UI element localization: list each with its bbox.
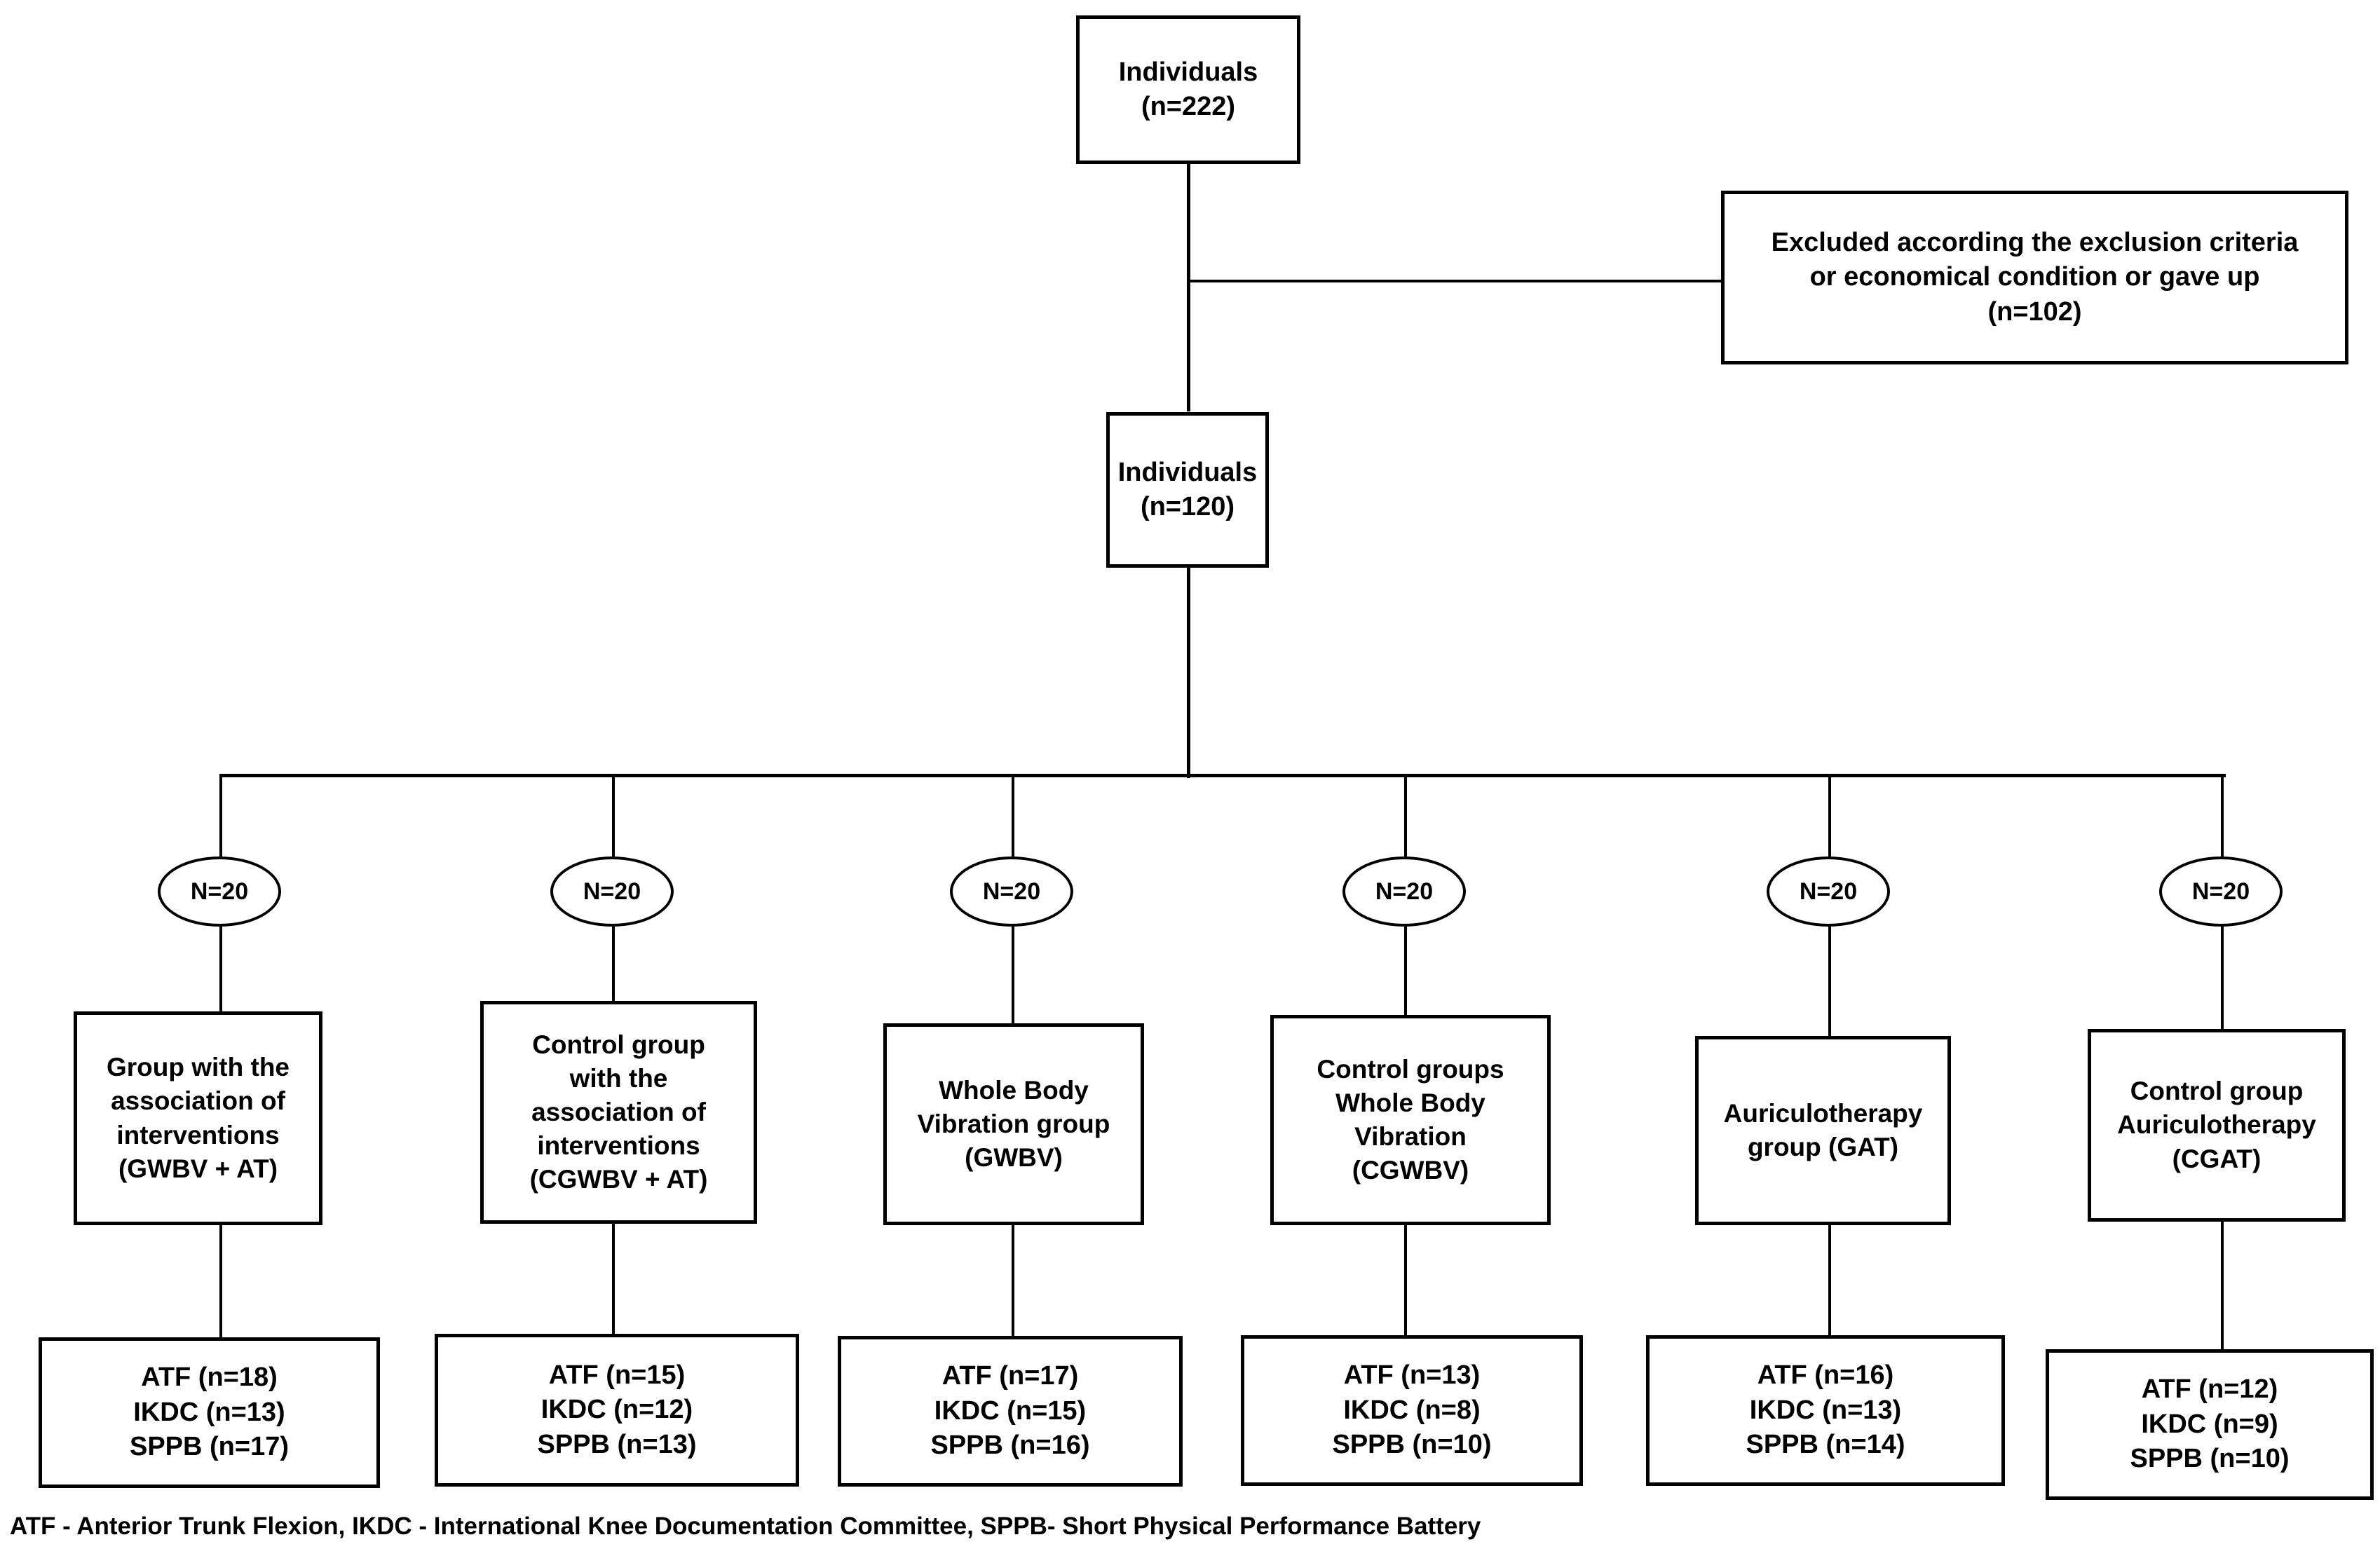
connector-top-to-enrolled bbox=[1187, 163, 1190, 411]
connector-distribution-bar bbox=[219, 774, 2226, 777]
connector-arm-5-group-to-outcome bbox=[1828, 1223, 1831, 1339]
node-individuals-screened: Individuals (n=222) bbox=[1076, 15, 1300, 164]
node-arm-5-group: Auriculotherapy group (GAT) bbox=[1695, 1036, 1951, 1225]
node-arm-2-outcome: ATF (n=15) IKDC (n=12) SPPB (n=13) bbox=[435, 1334, 799, 1487]
connector-arm-2-group-to-outcome bbox=[612, 1220, 615, 1335]
connector-bar-to-arm-3 bbox=[1012, 774, 1014, 860]
node-arm-3-group: Whole Body Vibration group (GWBV) bbox=[883, 1023, 1144, 1225]
connector-arm-3-group-to-outcome bbox=[1012, 1225, 1014, 1337]
connector-arm-3-ellipse-to-group bbox=[1012, 925, 1014, 1025]
node-arm-5-outcome-label: ATF (n=16) IKDC (n=13) SPPB (n=14) bbox=[1746, 1360, 1905, 1460]
node-arm-4-outcome: ATF (n=13) IKDC (n=8) SPPB (n=10) bbox=[1241, 1335, 1583, 1486]
node-arm-3-group-label: Whole Body Vibration group (GWBV) bbox=[917, 1075, 1110, 1173]
connector-bar-to-arm-2 bbox=[612, 774, 615, 860]
node-arm-1-group-label: Group with the association of interventi… bbox=[106, 1053, 290, 1183]
node-arm-4-outcome-label: ATF (n=13) IKDC (n=8) SPPB (n=10) bbox=[1332, 1360, 1492, 1460]
connector-arm-1-group-to-outcome bbox=[219, 1223, 222, 1339]
node-arm-4-allocation: N=20 bbox=[1342, 856, 1466, 927]
connector-arm-4-group-to-outcome bbox=[1404, 1223, 1407, 1337]
connector-arm-5-ellipse-to-group bbox=[1828, 925, 1831, 1037]
node-arm-1-allocation: N=20 bbox=[158, 856, 281, 927]
node-arm-5-allocation: N=20 bbox=[1767, 856, 1890, 927]
abbreviation-legend: ATF - Anterior Trunk Flexion, IKDC - Int… bbox=[10, 1513, 1481, 1541]
node-arm-6-outcome-label: ATF (n=12) IKDC (n=9) SPPB (n=10) bbox=[2130, 1374, 2290, 1474]
connector-bar-to-arm-5 bbox=[1828, 774, 1831, 860]
node-arm-2-allocation-label: N=20 bbox=[583, 878, 641, 905]
node-arm-1-outcome-label: ATF (n=18) IKDC (n=13) SPPB (n=17) bbox=[129, 1363, 290, 1462]
node-arm-1-group: Group with the association of interventi… bbox=[74, 1011, 322, 1225]
node-arm-6-allocation-label: N=20 bbox=[2191, 878, 2250, 905]
node-arm-5-allocation-label: N=20 bbox=[1799, 878, 1858, 905]
node-arm-2-outcome-label: ATF (n=15) IKDC (n=12) SPPB (n=13) bbox=[537, 1360, 697, 1459]
connector-enrolled-to-split bbox=[1187, 568, 1190, 778]
connector-bar-to-arm-6 bbox=[2221, 774, 2224, 860]
node-excluded: Excluded according the exclusion criteri… bbox=[1721, 191, 2348, 364]
connector-bar-to-arm-4 bbox=[1404, 774, 1407, 860]
connector-to-excluded bbox=[1187, 280, 1727, 282]
node-arm-6-outcome: ATF (n=12) IKDC (n=9) SPPB (n=10) bbox=[2046, 1349, 2374, 1500]
node-arm-4-group: Control groups Whole Body Vibration (CGW… bbox=[1270, 1015, 1551, 1225]
node-arm-3-allocation-label: N=20 bbox=[982, 878, 1041, 905]
node-arm-1-outcome: ATF (n=18) IKDC (n=13) SPPB (n=17) bbox=[39, 1337, 380, 1488]
node-arm-2-allocation: N=20 bbox=[550, 856, 674, 927]
node-arm-3-outcome: ATF (n=17) IKDC (n=15) SPPB (n=16) bbox=[838, 1336, 1183, 1487]
abbreviation-legend-text: ATF - Anterior Trunk Flexion, IKDC - Int… bbox=[10, 1513, 1481, 1540]
connector-arm-4-ellipse-to-group bbox=[1404, 925, 1407, 1015]
node-arm-6-group: Control group Auriculotherapy (CGAT) bbox=[2088, 1029, 2346, 1222]
node-arm-6-allocation: N=20 bbox=[2159, 856, 2283, 927]
node-arm-1-allocation-label: N=20 bbox=[190, 878, 249, 905]
node-arm-4-group-label: Control groups Whole Body Vibration (CGW… bbox=[1317, 1054, 1504, 1185]
node-arm-2-group: Control group with the association of in… bbox=[480, 1001, 757, 1224]
node-arm-5-group-label: Auriculotherapy group (GAT) bbox=[1723, 1098, 1923, 1161]
node-arm-6-group-label: Control group Auriculotherapy (CGAT) bbox=[2117, 1077, 2316, 1173]
node-individuals-screened-label: Individuals (n=222) bbox=[1118, 57, 1258, 121]
node-arm-4-allocation-label: N=20 bbox=[1375, 878, 1434, 905]
connector-arm-6-group-to-outcome bbox=[2221, 1221, 2224, 1351]
node-arm-3-allocation: N=20 bbox=[950, 856, 1073, 927]
node-excluded-label: Excluded according the exclusion criteri… bbox=[1771, 227, 2299, 327]
node-individuals-enrolled: Individuals (n=120) bbox=[1106, 412, 1269, 568]
connector-arm-2-ellipse-to-group bbox=[612, 925, 615, 1002]
node-arm-5-outcome: ATF (n=16) IKDC (n=13) SPPB (n=14) bbox=[1646, 1335, 2005, 1486]
node-individuals-enrolled-label: Individuals (n=120) bbox=[1117, 457, 1258, 521]
node-arm-2-group-label: Control group with the association of in… bbox=[529, 1030, 708, 1194]
connector-bar-to-arm-1 bbox=[219, 774, 222, 860]
node-arm-3-outcome-label: ATF (n=17) IKDC (n=15) SPPB (n=16) bbox=[930, 1361, 1090, 1461]
connector-arm-1-ellipse-to-group bbox=[219, 925, 222, 1013]
connector-arm-6-ellipse-to-group bbox=[2221, 925, 2224, 1030]
